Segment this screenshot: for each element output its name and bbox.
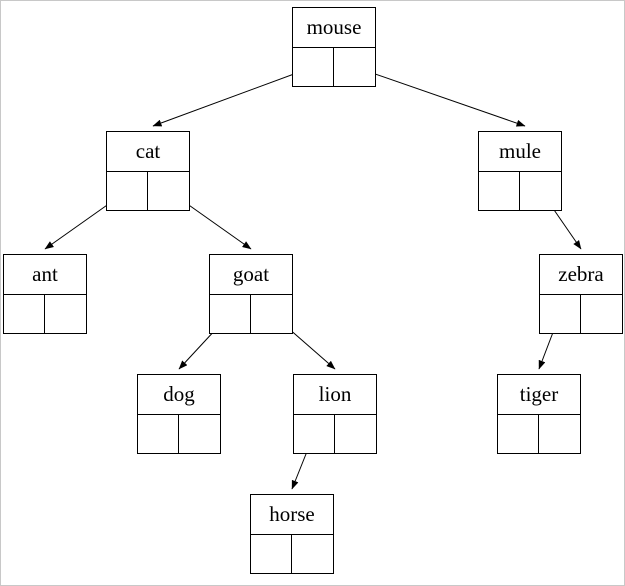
- node-pointer-row: [138, 415, 220, 453]
- node-right-pointer-cell[interactable]: [539, 415, 580, 453]
- node-left-pointer-cell[interactable]: [210, 295, 251, 333]
- tree-node-ant[interactable]: ant: [3, 254, 87, 334]
- node-label: cat: [107, 132, 189, 172]
- node-label: tiger: [498, 375, 580, 415]
- node-right-pointer-cell[interactable]: [335, 415, 376, 453]
- node-pointer-row: [293, 48, 375, 86]
- node-right-pointer-cell[interactable]: [581, 295, 622, 333]
- node-left-pointer-cell[interactable]: [540, 295, 581, 333]
- node-label: mule: [479, 132, 561, 172]
- node-label: mouse: [293, 8, 375, 48]
- node-left-pointer-cell[interactable]: [293, 48, 334, 86]
- node-right-pointer-cell[interactable]: [179, 415, 220, 453]
- tree-node-zebra[interactable]: zebra: [539, 254, 623, 334]
- node-label: zebra: [540, 255, 622, 295]
- node-right-pointer-cell[interactable]: [148, 172, 189, 210]
- node-left-pointer-cell[interactable]: [4, 295, 45, 333]
- node-left-pointer-cell[interactable]: [251, 535, 292, 573]
- node-right-pointer-cell[interactable]: [520, 172, 561, 210]
- node-pointer-row: [251, 535, 333, 573]
- node-label: ant: [4, 255, 86, 295]
- node-left-pointer-cell[interactable]: [138, 415, 179, 453]
- tree-node-tiger[interactable]: tiger: [497, 374, 581, 454]
- node-pointer-row: [479, 172, 561, 210]
- node-label: horse: [251, 495, 333, 535]
- tree-node-lion[interactable]: lion: [293, 374, 377, 454]
- node-left-pointer-cell[interactable]: [107, 172, 148, 210]
- node-label: dog: [138, 375, 220, 415]
- node-left-pointer-cell[interactable]: [498, 415, 539, 453]
- node-label: lion: [294, 375, 376, 415]
- node-left-pointer-cell[interactable]: [294, 415, 335, 453]
- node-pointer-row: [294, 415, 376, 453]
- node-pointer-row: [4, 295, 86, 333]
- tree-node-mouse[interactable]: mouse: [292, 7, 376, 87]
- tree-node-goat[interactable]: goat: [209, 254, 293, 334]
- node-right-pointer-cell[interactable]: [334, 48, 375, 86]
- node-right-pointer-cell[interactable]: [45, 295, 86, 333]
- node-pointer-row: [107, 172, 189, 210]
- node-pointer-row: [210, 295, 292, 333]
- node-label: goat: [210, 255, 292, 295]
- node-right-pointer-cell[interactable]: [292, 535, 333, 573]
- tree-node-dog[interactable]: dog: [137, 374, 221, 454]
- node-pointer-row: [540, 295, 622, 333]
- node-right-pointer-cell[interactable]: [251, 295, 292, 333]
- node-left-pointer-cell[interactable]: [479, 172, 520, 210]
- tree-node-cat[interactable]: cat: [106, 131, 190, 211]
- tree-node-horse[interactable]: horse: [250, 494, 334, 574]
- tree-node-mule[interactable]: mule: [478, 131, 562, 211]
- node-pointer-row: [498, 415, 580, 453]
